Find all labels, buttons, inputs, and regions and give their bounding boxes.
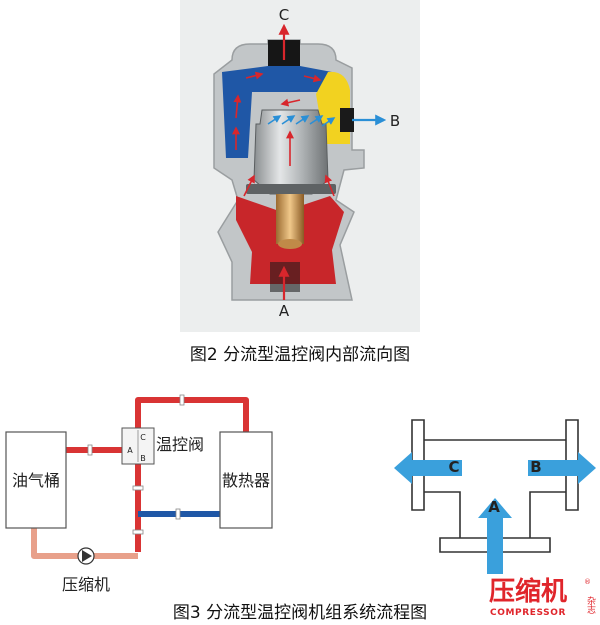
pipe-mixed-return [31, 528, 138, 559]
schematic-port-a-label: A [488, 498, 500, 516]
element-stem [276, 194, 304, 244]
blue-passage [222, 66, 332, 158]
watermark-reg: ® [584, 578, 591, 586]
schematic-arrow-c [394, 452, 462, 484]
fitting-5 [132, 529, 144, 535]
schematic-base-plate [439, 537, 551, 553]
fig2-cutaway: C B A [180, 0, 420, 332]
radiator-box [219, 431, 273, 529]
schematic-port-b-label: B [530, 458, 541, 476]
blue-flow-arrow-3 [295, 115, 310, 125]
valve-port-b-label: B [140, 454, 146, 463]
flow-arrow-red-mid [280, 98, 301, 107]
blue-flow-arrow-5 [321, 117, 336, 127]
fitting-4 [175, 508, 181, 520]
flow-arrow-red-lower-left [243, 174, 255, 197]
fig3-valve-schematic [411, 419, 579, 553]
valve-label: 温控阀 [156, 435, 204, 454]
stem-tip [278, 239, 302, 249]
oil-tank-label: 油气桶 [12, 471, 60, 490]
blue-flow-arrow-2 [281, 115, 296, 125]
schematic-arrow-a [478, 498, 512, 574]
pipe-fittings [87, 394, 185, 535]
pipe-valve-c-loop [135, 397, 249, 432]
flow-arrow-red-top-1 [245, 71, 264, 80]
thermostatic-element [253, 109, 329, 195]
blue-flow-arrows [267, 115, 336, 127]
oil-tank-box [5, 431, 67, 529]
flow-arrow-red-top-2 [303, 74, 322, 83]
port-c-label: C [279, 6, 289, 24]
radiator-label: 散热器 [222, 471, 270, 490]
fitting-1 [87, 444, 93, 456]
yellow-outlet [340, 108, 354, 132]
schematic-port-c-label: C [448, 458, 459, 476]
watermark-main: 压缩机 [489, 576, 567, 607]
fitting-2 [179, 394, 185, 406]
fitting-3 [132, 485, 144, 491]
compressor-magazine-watermark: 压缩机 COMPRESSOR 杂志 ® [489, 576, 596, 618]
blue-flow-arrow-4 [309, 115, 324, 125]
fig3-caption: 图3 分流型温控阀机组系统流程图 [173, 603, 427, 623]
flow-arrow-red-lower-right [324, 174, 335, 197]
valve-port-a-label: A [127, 446, 133, 455]
schematic-flow-arrows [394, 452, 596, 574]
port-a-label: A [279, 302, 290, 320]
port-b-label: B [390, 112, 400, 130]
flow-arrow-red-left-2 [233, 94, 242, 119]
compressor-symbol-triangle [82, 550, 92, 562]
blue-flow-arrow-1 [267, 115, 282, 125]
element-collar [246, 184, 336, 194]
fig2-caption: 图2 分流型温控阀内部流向图 [190, 345, 410, 365]
schematic-arrow-b [528, 452, 596, 484]
watermark-side: 杂志 [585, 596, 596, 614]
fig3-system-diagram: 油气桶 C A B 温控阀 散热器 压缩机 [5, 394, 273, 594]
valve-port-c-label: C [140, 433, 146, 442]
schematic-right-flange [565, 419, 579, 511]
watermark-sub: COMPRESSOR [490, 608, 566, 618]
compressor-label: 压缩机 [62, 575, 110, 594]
schematic-body-outline [424, 439, 566, 538]
